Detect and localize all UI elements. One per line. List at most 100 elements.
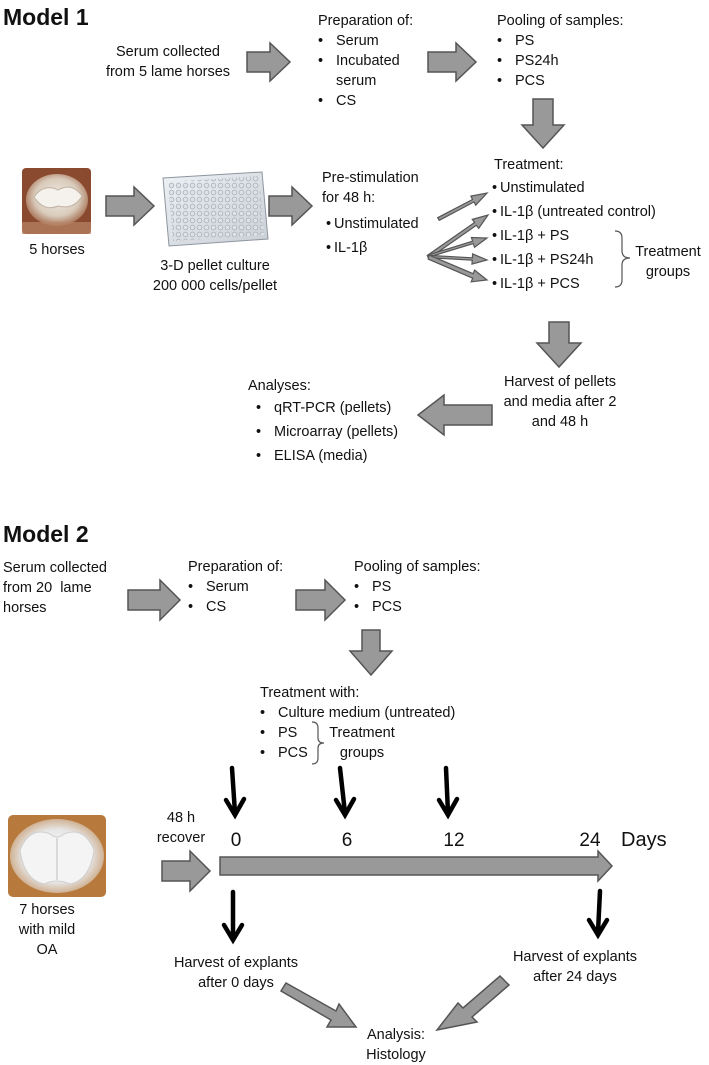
timeline-arrow — [219, 849, 614, 883]
m2-serum-line2: from 20 lame — [3, 580, 92, 596]
harvest-arrow-day-0 — [221, 889, 245, 945]
pellet-culture-plate — [162, 171, 269, 247]
m1-prep-item: Incubated — [318, 51, 400, 71]
m1-pool-title: Pooling of samples: — [497, 13, 624, 29]
m2-recover-label: 48 h recover — [146, 808, 216, 848]
m2-horses-label: 7 horses with mild OA — [12, 900, 82, 960]
m2-harvest24-label: Harvest of explants after 24 days — [500, 947, 650, 987]
m2-horses-line2: with mild — [18, 922, 76, 938]
arrow-pool-to-treatment-m2 — [348, 629, 394, 677]
timeline-unit: Days — [621, 829, 667, 851]
m2-serum-line3: horses — [3, 600, 47, 616]
m1-harvest-label: Harvest of pellets and media after 2 and… — [480, 372, 640, 432]
m1-prestim-title: Pre-stimulation for 48 h: — [322, 168, 419, 208]
m1-pool-item: PS24h — [497, 51, 559, 71]
m1-serum-line1: Serum collected — [116, 44, 220, 60]
m1-prestim-item: IL-1β — [326, 238, 367, 258]
m2-prep-title: Preparation of: — [188, 559, 284, 575]
arrow-serum-to-prep — [246, 41, 292, 83]
arrow-recover-m2 — [161, 849, 212, 893]
m2-analysis-line1: Analysis: — [366, 1027, 426, 1043]
timeline-day-12: 12 — [443, 830, 465, 851]
arrow-harvest24-to-analysis — [435, 974, 511, 1032]
m2-prep-item: Serum — [188, 577, 249, 597]
m1-harvest-line3: and 48 h — [531, 414, 589, 430]
arrow-horses-to-culture — [105, 185, 156, 227]
m1-harvest-line2: and media after 2 — [503, 394, 617, 410]
m1-pool-item: PS — [497, 31, 534, 51]
m1-serum-line2: from 5 lame horses — [105, 64, 231, 80]
arrow-prep-to-pool-m2 — [295, 578, 347, 622]
m1-treatment-item: IL-1β (untreated control) — [492, 202, 656, 222]
m1-pool-item: PCS — [497, 71, 545, 91]
treatment-groups-bracket-m2 — [311, 721, 325, 765]
m1-analyses-item: ELISA (media) — [256, 446, 368, 466]
m1-analyses-title: Analyses: — [248, 378, 311, 394]
treatment-drop-arrows — [221, 765, 610, 945]
model1-heading: Model 1 — [3, 4, 89, 30]
m2-prep-item: CS — [188, 597, 226, 617]
arrow-prep-to-pool — [427, 41, 478, 83]
drop-arrow-day-0 — [223, 765, 247, 820]
arrow-culture-to-prestim — [268, 185, 314, 227]
arrow-harvest0-to-analysis — [279, 981, 358, 1028]
m1-treatment-item: IL-1β + PCS — [492, 274, 580, 294]
m1-prep-item: Serum — [318, 31, 379, 51]
m1-horses-label: 5 horses — [29, 242, 85, 258]
joint-photo-5-horses — [22, 168, 91, 234]
m2-serum-line1: Serum collected — [3, 560, 107, 576]
m2-recover-line1: 48 h — [166, 810, 196, 826]
m1-prestim-item: Unstimulated — [326, 214, 419, 234]
m1-treatment-groups-label: Treatment groups — [632, 242, 704, 282]
m2-treatment-groups-label: Treatment groups — [322, 723, 402, 763]
fan-arrow-5 — [427, 254, 489, 283]
arrow-treatment-to-harvest — [535, 321, 583, 369]
harvest-arrow-day-24 — [586, 888, 610, 940]
joint-photo-7-horses — [8, 815, 106, 897]
m2-serum-source: Serum collected from 20 lame horses — [3, 558, 107, 618]
treatment-fan-arrows — [426, 192, 490, 283]
m1-treatment-title: Treatment: — [494, 157, 564, 173]
m1-prep-item-cont: serum — [336, 73, 377, 89]
m1-prep-item: CS — [318, 91, 356, 111]
model2-heading: Model 2 — [3, 521, 89, 547]
fan-arrow-3 — [427, 236, 489, 258]
m2-horses-line3: OA — [36, 942, 58, 958]
m2-analysis-label: Analysis: Histology — [346, 1025, 446, 1065]
m2-harvest0-line2: after 0 days — [198, 975, 274, 991]
m2-harvest24-line2: after 24 days — [533, 969, 617, 985]
m1-groups-line2: groups — [645, 264, 691, 280]
m1-serum-source: Serum collected from 5 lame horses — [88, 42, 248, 82]
m1-culture-line2: 200 000 cells/pellet — [152, 278, 278, 294]
timeline-day-24: 24 — [579, 830, 601, 851]
drop-arrow-day-12 — [436, 765, 460, 820]
timeline-day-0: 0 — [230, 830, 242, 851]
m1-treatment-item: IL-1β + PS24h — [492, 250, 593, 270]
timeline-day-6: 6 — [341, 830, 353, 851]
m1-analyses-item: qRT-PCR (pellets) — [256, 398, 391, 418]
m2-pool-item: PCS — [354, 597, 402, 617]
m2-treatment-item: PCS — [260, 743, 308, 763]
m2-harvest0-label: Harvest of explants after 0 days — [166, 953, 306, 993]
fan-arrow-1 — [436, 192, 489, 222]
m2-harvest0-line1: Harvest of explants — [173, 955, 299, 971]
m1-harvest-line1: Harvest of pellets — [503, 374, 617, 390]
m2-pool-item: PS — [354, 577, 391, 597]
m2-pool-title: Pooling of samples: — [354, 559, 481, 575]
arrow-harvest-to-analyses — [416, 393, 493, 437]
m2-treatment-item: PS — [260, 723, 297, 743]
m2-recover-line2: recover — [156, 830, 206, 846]
m1-groups-line1: Treatment — [635, 244, 701, 260]
m1-culture-line1: 3-D pellet culture — [160, 258, 270, 274]
arrow-serum-to-prep-m2 — [127, 578, 182, 622]
m1-prep-title: Preparation of: — [318, 13, 414, 29]
m1-treatment-item: IL-1β + PS — [492, 226, 569, 246]
m1-prestim-line1: Pre-stimulation — [322, 170, 419, 186]
m2-groups-line2: groups — [339, 745, 385, 761]
m1-culture-label: 3-D pellet culture 200 000 cells/pellet — [130, 256, 300, 296]
m1-prestim-line2: for 48 h: — [322, 190, 376, 206]
treatment-groups-bracket — [614, 230, 631, 288]
m2-horses-line1: 7 horses — [19, 902, 75, 918]
arrow-pool-to-treatment — [520, 98, 566, 150]
